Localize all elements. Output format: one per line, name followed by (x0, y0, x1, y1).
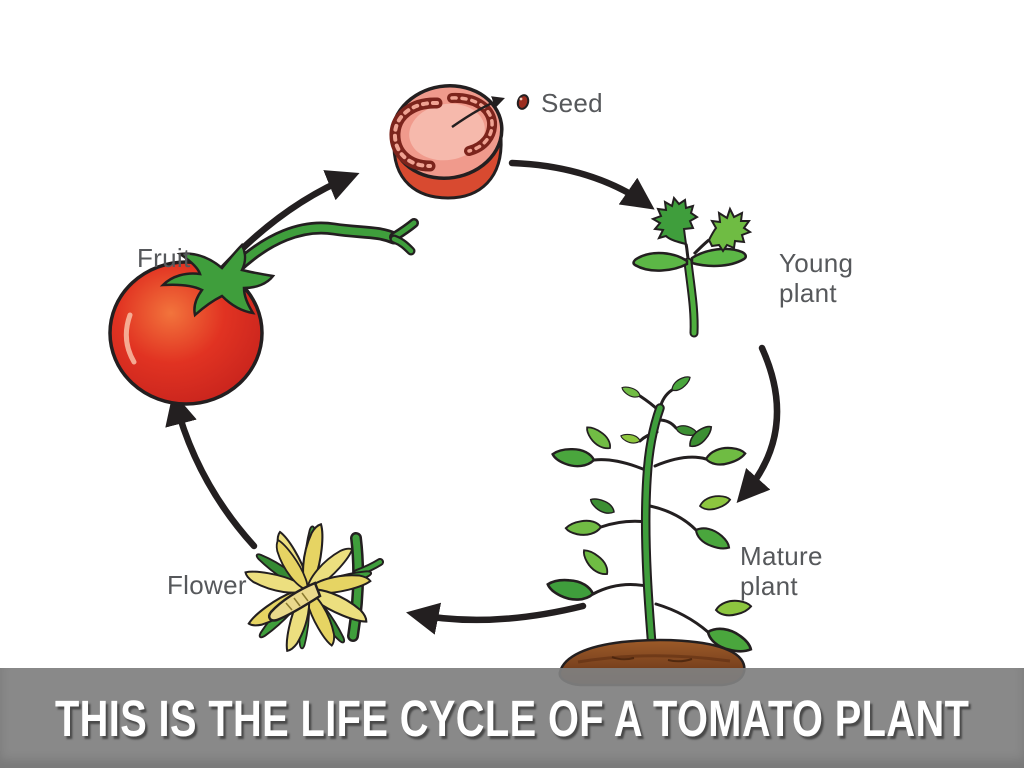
stage-label-mature-plant: Mature plant (740, 541, 823, 601)
fruit-illustration (108, 218, 419, 406)
caption-banner: THIS IS THE LIFE CYCLE OF A TOMATO PLANT (0, 668, 1024, 768)
stage-label-young-plant: Young plant (779, 248, 854, 308)
young-plant-illustration (632, 195, 753, 338)
flower-illustration (241, 521, 384, 655)
arrow-mature-plant-to-flower (406, 602, 587, 635)
arrow-seed-to-young-plant (508, 159, 655, 210)
arrow-young-to-mature-plant (736, 344, 781, 504)
stage-label-seed: Seed (541, 88, 603, 118)
mature-plant-illustration (544, 373, 756, 675)
stage-label-fruit: Fruit (137, 243, 191, 273)
arrow-flower-to-fruit (165, 392, 258, 550)
stage-label-flower: Flower (167, 570, 247, 600)
tomato-half-illustration (389, 84, 504, 200)
seed-dot (516, 94, 530, 110)
caption-text: THIS IS THE LIFE CYCLE OF A TOMATO PLANT (54, 689, 970, 747)
seed-pointer-arrow (451, 96, 505, 129)
